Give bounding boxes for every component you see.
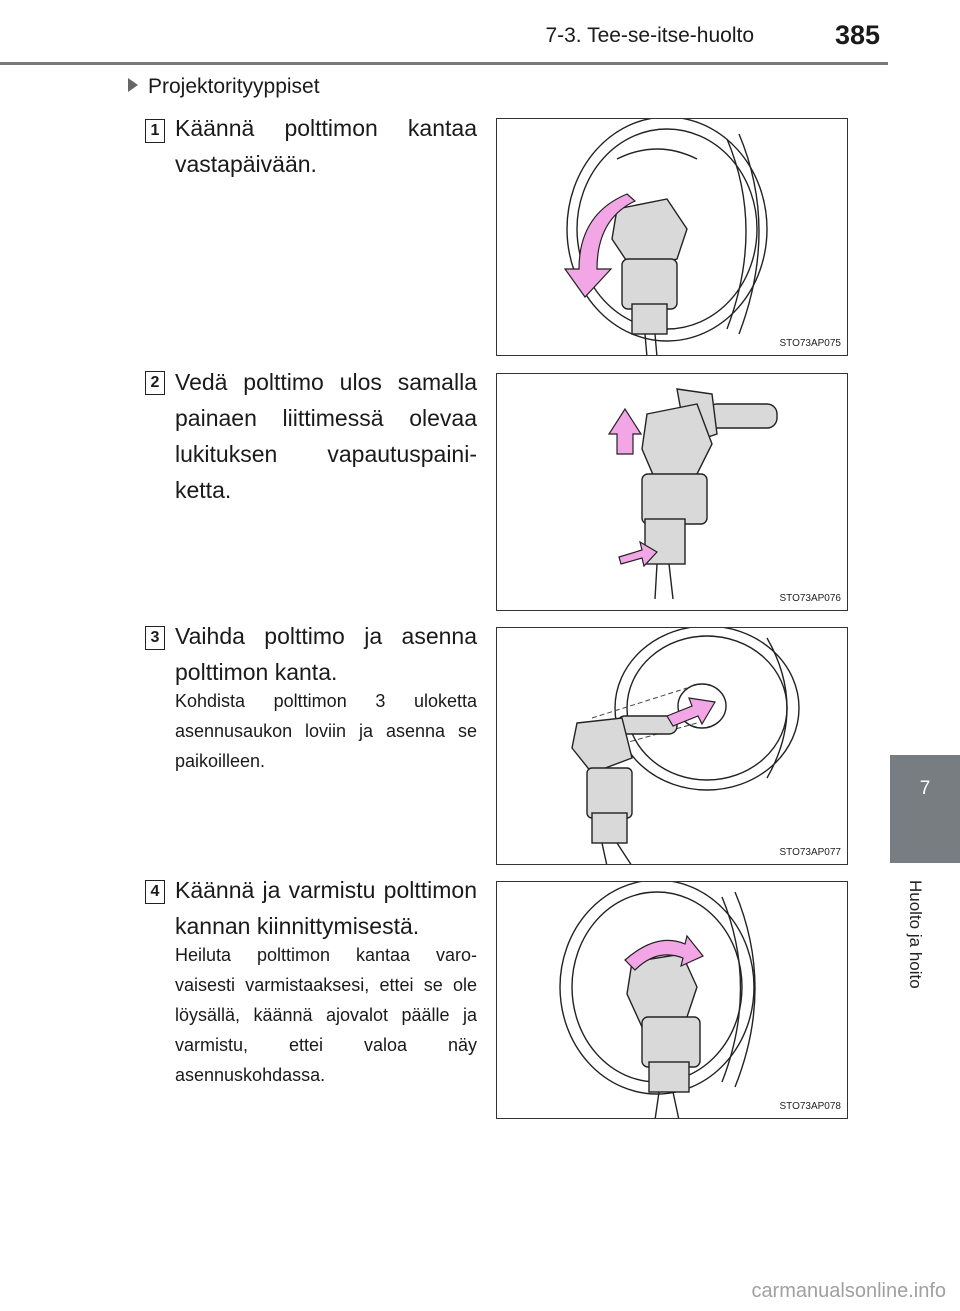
- step-1-text: Käännä polttimon kantaa vastapäivään.: [175, 115, 477, 177]
- figure-step-1: STO73AP075: [496, 118, 848, 356]
- triangle-bullet-icon: [128, 78, 138, 92]
- step-4-text: Käännä ja varmistu polttimon kannan kiin…: [175, 877, 477, 939]
- header-section-title: 7-3. Tee-se-itse-huolto: [545, 24, 754, 47]
- bulb-pull-out-illustration: [607, 388, 778, 600]
- step-3-badge: 3: [145, 626, 165, 650]
- step-1-badge: 1: [145, 119, 165, 143]
- figure-step-3: STO73AP077: [496, 627, 848, 865]
- figure-code-4: STO73AP078: [779, 1101, 841, 1112]
- chapter-tab: [890, 755, 960, 863]
- chapter-tab-label: Huolto ja hoito: [906, 880, 925, 989]
- step-4-badge: 4: [145, 880, 165, 904]
- site-watermark: carmanualsonline.info: [751, 1280, 946, 1302]
- figure-code-3: STO73AP077: [779, 847, 841, 858]
- bulb-rotate-ccw-illustration: [563, 119, 768, 355]
- figure-code-2: STO73AP076: [779, 593, 841, 604]
- step-2-badge: 2: [145, 371, 165, 395]
- bulb-install-illustration: [571, 628, 800, 864]
- chapter-tab-number: 7: [919, 778, 931, 799]
- figure-step-4: STO73AP078: [496, 881, 848, 1119]
- page-number: 385: [834, 20, 880, 50]
- section-title-text: Projektorityyppiset: [148, 75, 320, 98]
- bulb-verify-illustration: [559, 882, 756, 1118]
- figure-code-1: STO73AP075: [779, 338, 841, 349]
- step-3-note: Kohdista polttimon 3 uloketta asennusauk…: [175, 691, 477, 771]
- step-4-note: Heiluta polttimon kantaa varo- vaisesti …: [175, 945, 477, 1085]
- step-2-text: Vedä polttimo ulos samalla painaen liitt…: [175, 369, 477, 503]
- header-rule: [0, 62, 888, 65]
- figure-step-2: STO73AP076: [496, 373, 848, 611]
- section-title: Projektorityyppiset: [128, 75, 320, 99]
- step-3-text: Vaihda polttimo ja asenna polttimon kant…: [175, 623, 477, 685]
